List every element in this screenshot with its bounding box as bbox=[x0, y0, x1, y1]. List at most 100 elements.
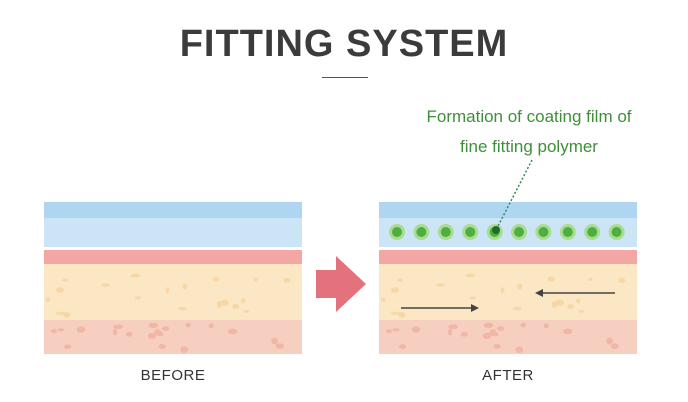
skin-dot bbox=[576, 298, 581, 304]
skin-dot bbox=[436, 283, 445, 287]
sky-white-line bbox=[379, 247, 637, 250]
polymer-core bbox=[416, 227, 427, 237]
skin-dot bbox=[380, 297, 386, 302]
skin-dot bbox=[283, 277, 291, 283]
skin-dot bbox=[397, 278, 403, 282]
hypodermis-layer bbox=[379, 320, 637, 354]
skin-dot bbox=[411, 326, 421, 333]
title-underline bbox=[322, 77, 368, 78]
skin-dot bbox=[161, 326, 170, 331]
sky-white-line bbox=[44, 247, 302, 250]
skin-dot bbox=[253, 277, 258, 282]
skin-dot bbox=[567, 304, 575, 309]
skin-dot bbox=[63, 344, 72, 349]
dermis-dots bbox=[45, 273, 291, 353]
polymer-core bbox=[392, 227, 402, 237]
skin-dot bbox=[483, 322, 494, 329]
skin-dot bbox=[271, 337, 278, 345]
skin-dot bbox=[177, 306, 187, 311]
skin-dot bbox=[392, 328, 400, 332]
skin-dot bbox=[555, 299, 564, 306]
skin-dot bbox=[543, 323, 549, 329]
skin-dot bbox=[588, 277, 593, 282]
skin-dot bbox=[50, 329, 58, 333]
skin-dot bbox=[390, 287, 399, 293]
skin-dot bbox=[493, 344, 501, 349]
annotation-line-1: Formation of coating film of bbox=[426, 107, 632, 126]
skin-dot bbox=[390, 311, 401, 315]
after-caption: AFTER bbox=[482, 367, 534, 384]
skin-dot bbox=[182, 283, 188, 290]
skin-dot bbox=[517, 283, 523, 290]
polymer-coating-film bbox=[389, 224, 625, 240]
skin-dot bbox=[55, 311, 66, 315]
skin-dot bbox=[63, 312, 71, 318]
skin-dot bbox=[154, 329, 162, 336]
skin-dot bbox=[232, 304, 240, 309]
skin-dot bbox=[158, 344, 166, 349]
skin-dot bbox=[208, 323, 214, 329]
sky-top-band bbox=[44, 202, 302, 218]
skin-dot bbox=[148, 322, 159, 329]
skin-dot bbox=[515, 346, 524, 353]
skin-dot bbox=[489, 329, 497, 336]
skin-dot bbox=[227, 328, 238, 335]
before-caption: BEFORE bbox=[140, 367, 206, 384]
page-title: FITTING SYSTEM bbox=[179, 23, 509, 65]
skin-dot bbox=[520, 322, 526, 328]
skin-dot bbox=[113, 324, 124, 330]
after-skin-svg bbox=[379, 202, 637, 354]
sky-top-band bbox=[379, 202, 637, 218]
skin-dot bbox=[125, 331, 133, 337]
skin-dot bbox=[45, 297, 51, 302]
skin-dot bbox=[482, 332, 491, 339]
skin-dot bbox=[562, 328, 573, 335]
hypodermis-layer bbox=[44, 320, 302, 354]
skin-dot bbox=[185, 322, 191, 328]
dermis-dots bbox=[380, 273, 626, 353]
skin-dot bbox=[610, 343, 619, 349]
skin-dot bbox=[398, 344, 407, 349]
skin-dot bbox=[447, 328, 453, 336]
polymer-core bbox=[562, 227, 573, 237]
skin-dot bbox=[130, 273, 141, 278]
after-skin-diagram bbox=[379, 202, 637, 354]
skin-dot bbox=[512, 306, 522, 311]
skin-dot bbox=[134, 296, 142, 300]
dermis-layer bbox=[379, 264, 637, 320]
skin-dot bbox=[57, 328, 65, 332]
skin-dot bbox=[220, 299, 229, 306]
polymer-core bbox=[538, 227, 549, 237]
skin-dot bbox=[460, 331, 468, 337]
before-skin-svg bbox=[44, 202, 302, 354]
skin-dot bbox=[212, 276, 220, 282]
dermis-layer bbox=[44, 264, 302, 320]
skin-dot bbox=[578, 309, 585, 313]
polymer-core bbox=[465, 227, 476, 237]
skin-dot bbox=[147, 332, 156, 339]
skin-dot bbox=[606, 337, 613, 345]
polymer-core bbox=[611, 227, 622, 237]
skin-dot bbox=[500, 287, 505, 294]
skin-dot bbox=[241, 298, 246, 304]
skin-dot bbox=[275, 343, 284, 349]
polymer-core bbox=[514, 227, 524, 237]
skin-dot bbox=[385, 329, 393, 333]
skin-dot bbox=[547, 276, 555, 282]
polymer-annotation: Formation of coating film of fine fittin… bbox=[384, 102, 674, 162]
skin-dot bbox=[465, 273, 476, 278]
before-skin-diagram bbox=[44, 202, 302, 354]
skin-dot bbox=[398, 312, 406, 318]
annotation-line-2: fine fitting polymer bbox=[460, 137, 598, 156]
polymer-core bbox=[440, 227, 451, 237]
skin-dot bbox=[618, 277, 626, 283]
polymer-core bbox=[489, 227, 500, 237]
skin-dot bbox=[112, 328, 118, 336]
skin-dot bbox=[101, 283, 110, 287]
tension-arrow-left bbox=[535, 289, 615, 297]
skin-dot bbox=[76, 326, 86, 333]
skin-dot bbox=[55, 287, 64, 293]
skin-dot bbox=[496, 326, 505, 331]
skin-dot bbox=[448, 324, 459, 330]
skin-dot bbox=[243, 309, 250, 313]
